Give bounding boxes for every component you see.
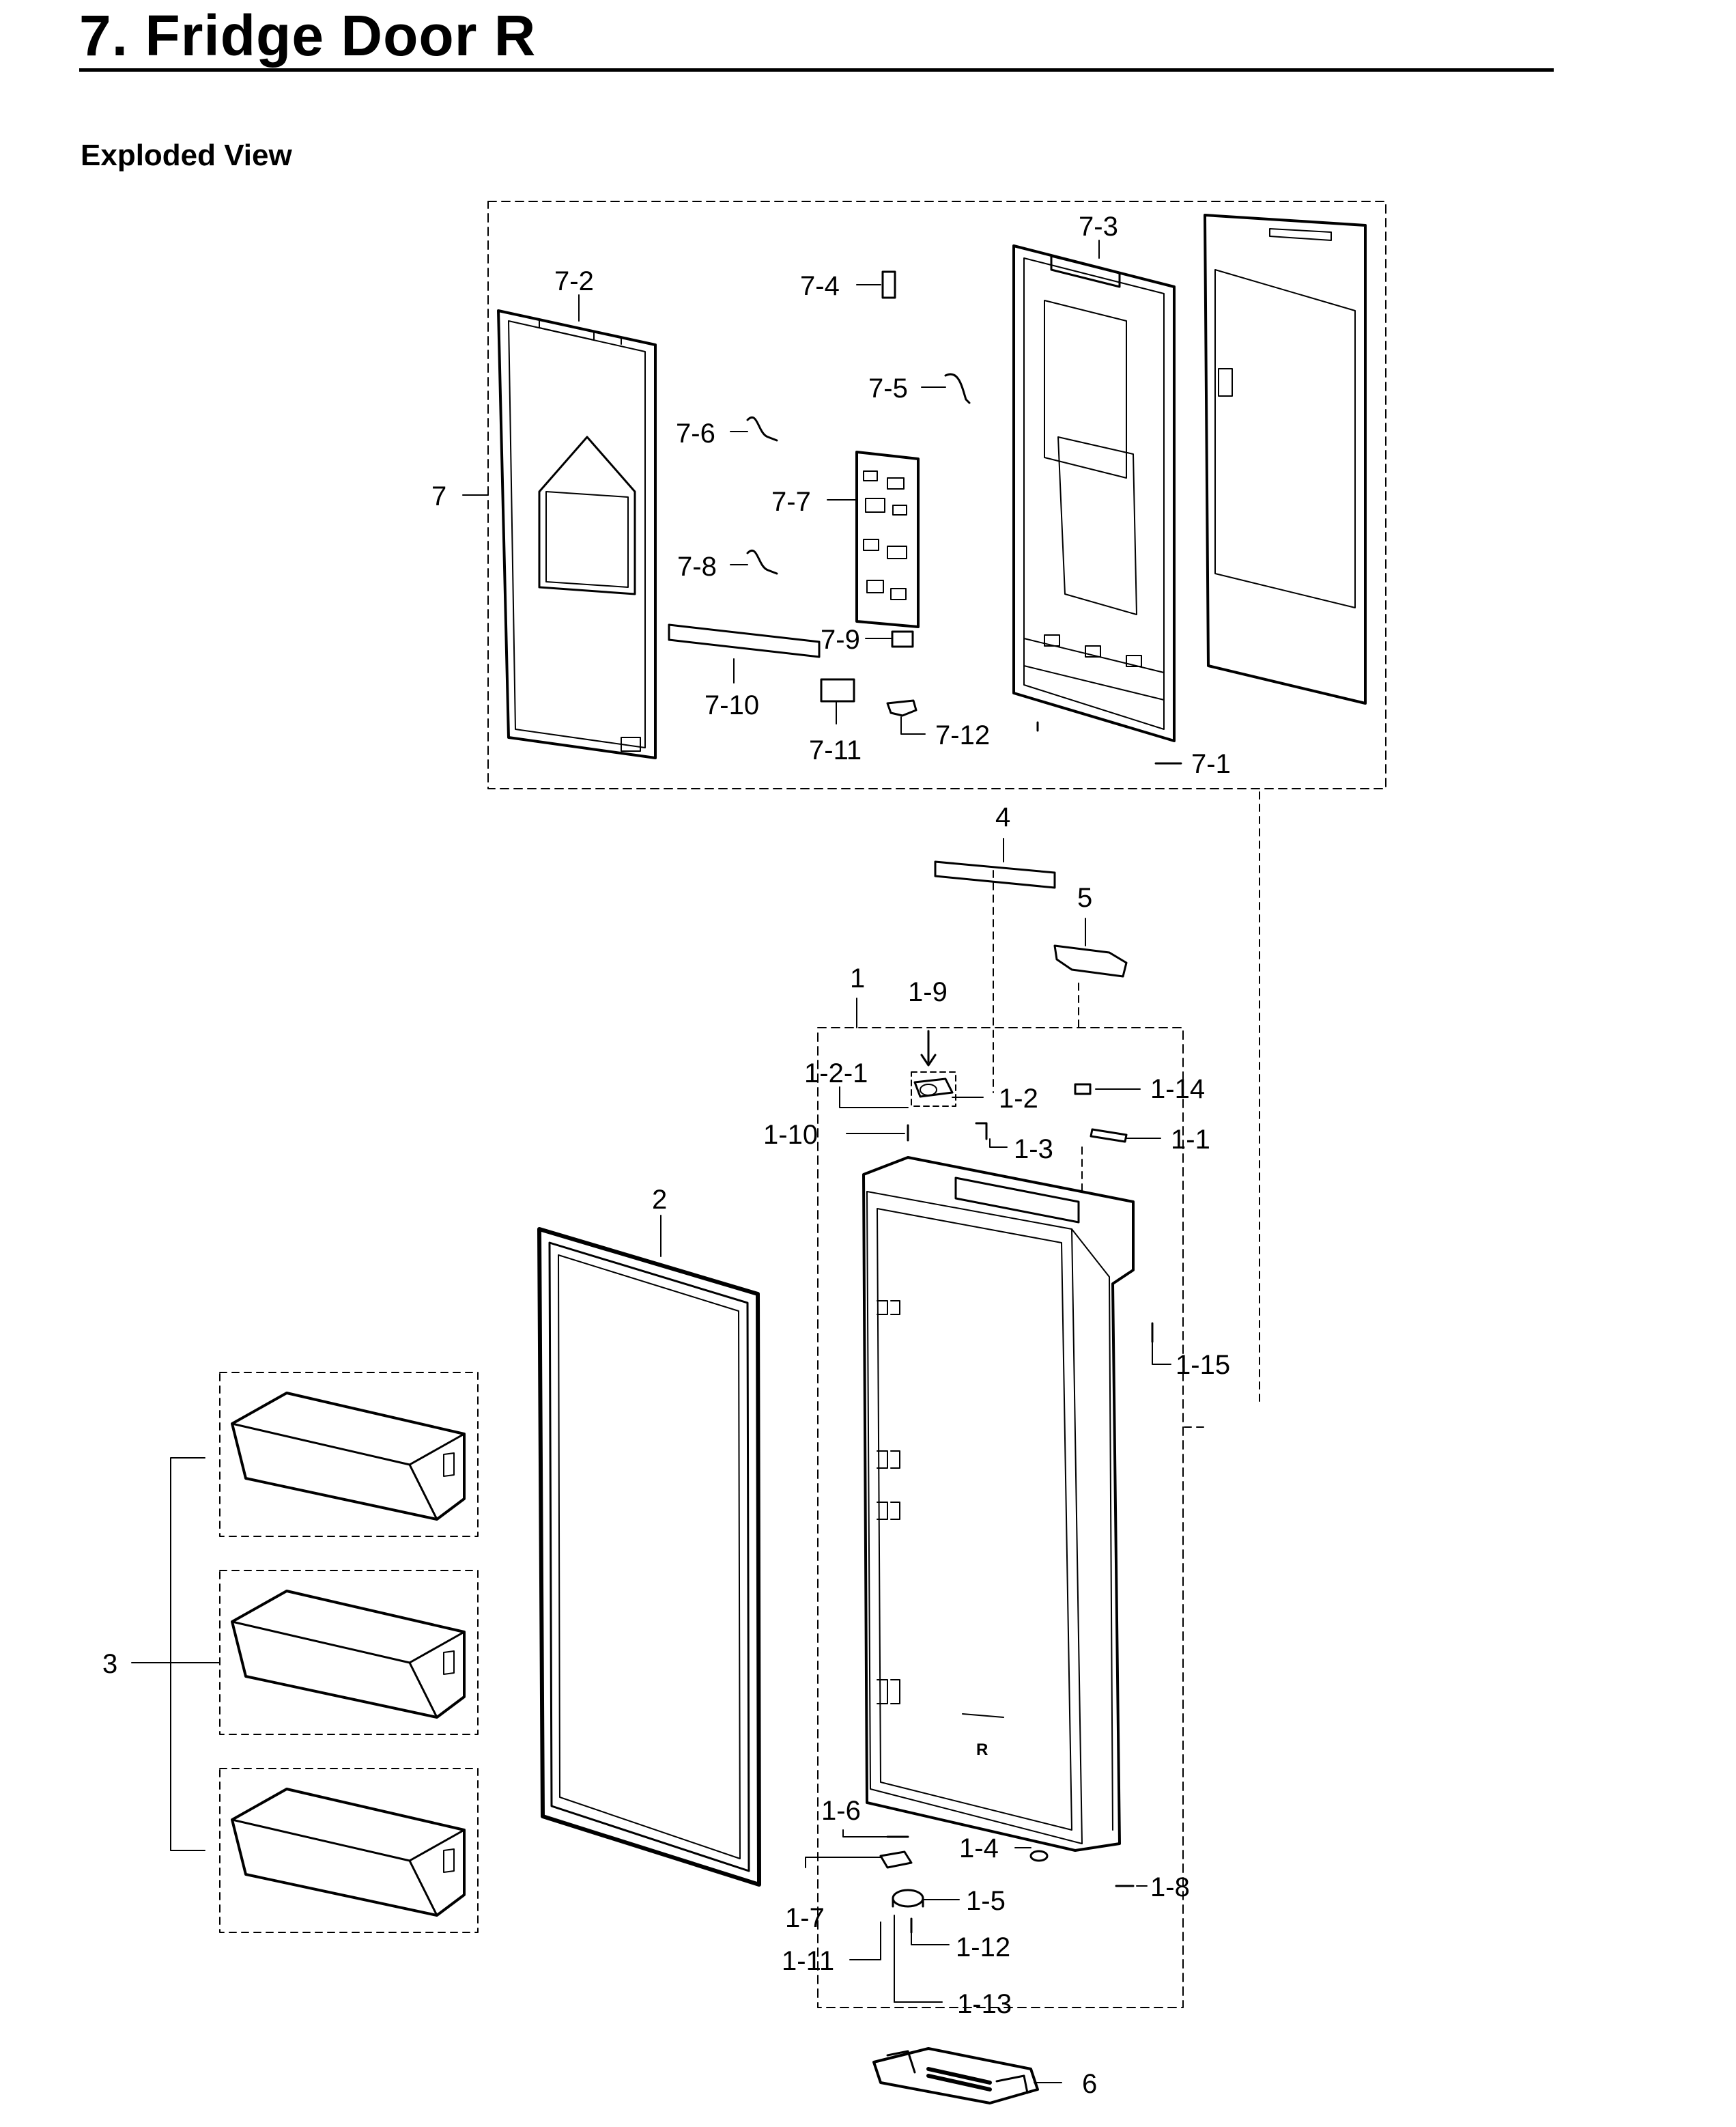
label-1-6: 1-6	[821, 1796, 861, 1826]
part-6-bottom-hinge	[872, 2047, 1039, 2104]
label-6: 6	[1082, 2069, 1097, 2099]
part-7-9	[891, 630, 914, 648]
part-7-4	[881, 270, 896, 299]
label-7-6: 7-6	[676, 419, 715, 449]
label-1-14: 1-14	[1150, 1074, 1205, 1104]
label-1-3: 1-3	[1014, 1134, 1053, 1164]
label-7-10: 7-10	[705, 690, 759, 720]
label-1-4: 1-4	[959, 1833, 999, 1863]
part-7-11	[820, 678, 855, 703]
part-7-8-wire	[746, 550, 778, 575]
label-1-7: 1-7	[785, 1903, 825, 1933]
part-1-1	[1090, 1128, 1128, 1143]
part-7-5-wire	[944, 373, 971, 404]
part-7-12	[886, 699, 917, 717]
label-1-1: 1-1	[1171, 1125, 1210, 1155]
assembly-7-group-outline	[487, 201, 1386, 789]
label-1-15: 1-15	[1176, 1350, 1230, 1380]
bin-2	[231, 1590, 466, 1719]
label-7-8: 7-8	[677, 552, 717, 582]
leader-lines	[131, 240, 1171, 2083]
part-1-7	[879, 1850, 913, 1869]
part-2-gasket	[537, 1227, 761, 1887]
label-1-8: 1-8	[1150, 1872, 1190, 1902]
door-r-marking: R	[976, 1741, 988, 1759]
outer-door-panel	[1204, 214, 1367, 705]
part-1-door-body	[862, 1156, 1135, 1852]
label-1-11: 1-11	[782, 1946, 834, 1976]
part-1-3	[975, 1122, 988, 1140]
label-1-12: 1-12	[956, 1932, 1010, 1962]
screw-7-1	[1036, 721, 1182, 765]
label-7-5: 7-5	[868, 374, 908, 404]
label-4: 4	[995, 802, 1010, 832]
guide-line-right	[1184, 791, 1260, 1428]
part-7-2-cover-panel	[497, 309, 657, 759]
assembly-1-group-outline	[817, 1027, 1184, 2008]
part-1-4	[1029, 1850, 1049, 1862]
label-7-9: 7-9	[821, 625, 860, 655]
label-7-1: 7-1	[1191, 749, 1231, 779]
section-subtitle: Exploded View	[81, 139, 292, 172]
label-7-4: 7-4	[800, 271, 840, 301]
hinge-dashed-box	[911, 1071, 956, 1107]
label-1-2-1: 1-2-1	[804, 1058, 868, 1088]
part-4-top-cap	[934, 860, 1056, 889]
label-1-2: 1-2	[999, 1084, 1038, 1114]
part-3-bins	[170, 1372, 479, 1933]
bin-bracket	[170, 1457, 205, 1851]
label-1-9: 1-9	[908, 977, 948, 1007]
bin-3	[231, 1788, 466, 1917]
label-5: 5	[1077, 883, 1092, 913]
label-7-7: 7-7	[771, 487, 811, 517]
label-1: 1	[850, 963, 865, 994]
part-7-6-wire	[746, 417, 778, 442]
part-7-3-inner-frame	[1012, 244, 1176, 742]
title-underline	[79, 68, 1554, 72]
label-1-10: 1-10	[763, 1120, 818, 1150]
label-2: 2	[652, 1185, 667, 1215]
part-7-7-pcb	[855, 451, 920, 628]
part-7-10-bar	[668, 623, 821, 658]
part-5-bracket	[1053, 944, 1128, 978]
part-1-9-arrow	[920, 1030, 937, 1067]
part-1-2-hinge	[913, 1077, 954, 1098]
label-3: 3	[102, 1649, 117, 1679]
page-title: 7. Fridge Door R	[79, 3, 537, 68]
label-7-2: 7-2	[554, 266, 594, 296]
part-1-14	[1074, 1083, 1092, 1095]
label-7-11: 7-11	[809, 735, 862, 765]
label-1-13: 1-13	[957, 1989, 1012, 2019]
label-7: 7	[431, 481, 446, 511]
part-1-5	[892, 1889, 924, 1908]
label-1-5: 1-5	[966, 1886, 1006, 1916]
label-7-3: 7-3	[1079, 212, 1118, 242]
bin-1	[231, 1392, 466, 1521]
label-7-12: 7-12	[935, 720, 990, 750]
